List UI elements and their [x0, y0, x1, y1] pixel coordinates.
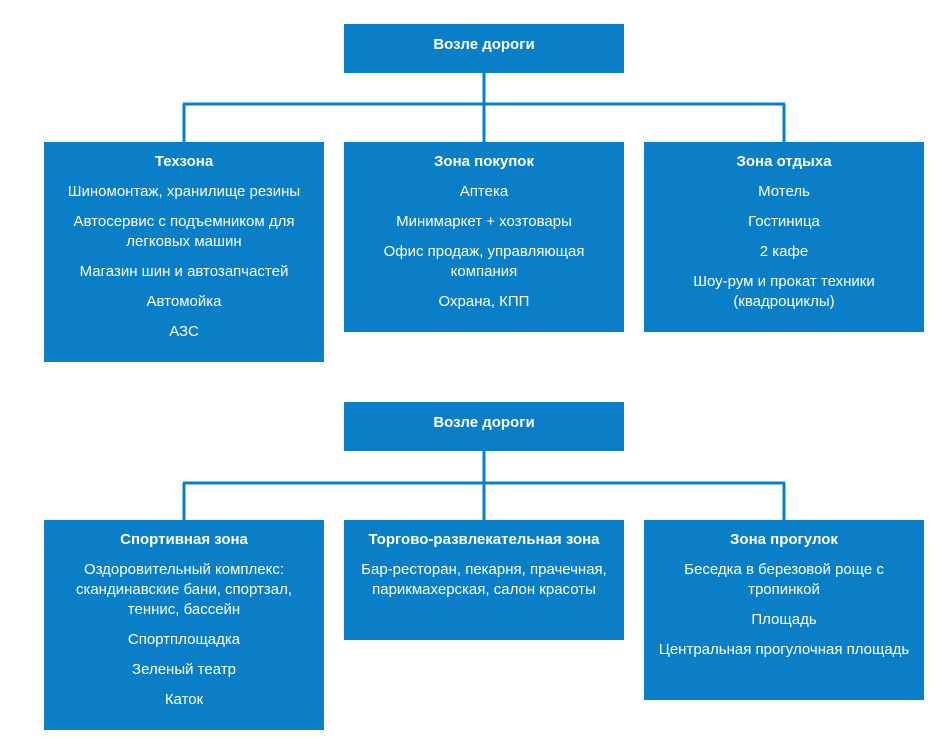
- zone-item: Бар-ресторан, пекарня, прачечная, парикм…: [361, 561, 607, 598]
- root-box-1: Возле дороги: [344, 24, 624, 73]
- zone-box-entertainment: Торгово-развлекательная зона Бар-рестора…: [344, 520, 624, 640]
- zone-item: Зеленый театр: [132, 661, 236, 678]
- zone-box-sport: Спортивная зона Оздоровительный комплекс…: [44, 520, 324, 730]
- root-box-2: Возле дороги: [344, 402, 624, 451]
- zone-item: Мотель: [758, 183, 810, 200]
- zone-title-shopping: Зона покупок: [434, 153, 534, 170]
- zone-item: Минимаркет + хозтовары: [396, 213, 572, 230]
- zone-item: Площадь: [751, 611, 817, 628]
- zone-item: Офис продаж, управляющая компания: [383, 243, 585, 280]
- zone-items-walks: Беседка в березовой роще с тропинкой Пло…: [656, 560, 912, 660]
- zone-box-rest: Зона отдыха Мотель Гостиница 2 кафе Шоу-…: [644, 142, 924, 332]
- zone-item: АЗС: [169, 323, 199, 340]
- zone-item: Оздоровительный комплекс: скандинавские …: [75, 561, 293, 618]
- zone-items-entertainment: Бар-ресторан, пекарня, прачечная, парикм…: [356, 560, 612, 600]
- zone-items-rest: Мотель Гостиница 2 кафе Шоу-рум и прокат…: [656, 182, 912, 312]
- zone-title-sport: Спортивная зона: [120, 531, 248, 548]
- zone-item: Беседка в березовой роще с тропинкой: [684, 561, 884, 598]
- zone-box-walks: Зона прогулок Беседка в березовой роще с…: [644, 520, 924, 700]
- zone-item: Магазин шин и автозапчастей: [79, 263, 289, 280]
- zone-title-rest: Зона отдыха: [736, 153, 832, 170]
- zone-item: Аптека: [459, 183, 509, 200]
- zone-item: Автомойка: [146, 293, 222, 310]
- zone-box-tech: Техзона Шиномонтаж, хранилище резины Авт…: [44, 142, 324, 362]
- zone-item: Охрана, КПП: [438, 293, 530, 310]
- zone-item: Гостиница: [748, 213, 820, 230]
- zone-title-walks: Зона прогулок: [730, 531, 838, 548]
- zone-items-sport: Оздоровительный комплекс: скандинавские …: [56, 560, 312, 710]
- zone-items-shopping: Аптека Минимаркет + хозтовары Офис прода…: [356, 182, 612, 312]
- root-label-1: Возле дороги: [433, 35, 535, 53]
- zone-item: Шиномонтаж, хранилище резины: [67, 183, 301, 200]
- zone-item: Каток: [164, 691, 204, 708]
- zone-title-entertainment: Торгово-развлекательная зона: [368, 531, 600, 548]
- zone-box-shopping: Зона покупок Аптека Минимаркет + хозтова…: [344, 142, 624, 332]
- zone-item: Шоу-рум и прокат техники (квадроциклы): [693, 273, 875, 310]
- zone-item: 2 кафе: [759, 243, 809, 260]
- zone-item: Спортплощадка: [127, 631, 241, 648]
- zone-title-tech: Техзона: [154, 153, 214, 170]
- zone-item: Автосервис с подъемником для легковых ма…: [73, 213, 295, 250]
- root-label-2: Возле дороги: [433, 413, 535, 431]
- zone-item: Центральная прогулочная площадь: [658, 641, 910, 658]
- zone-items-tech: Шиномонтаж, хранилище резины Автосервис …: [56, 182, 312, 342]
